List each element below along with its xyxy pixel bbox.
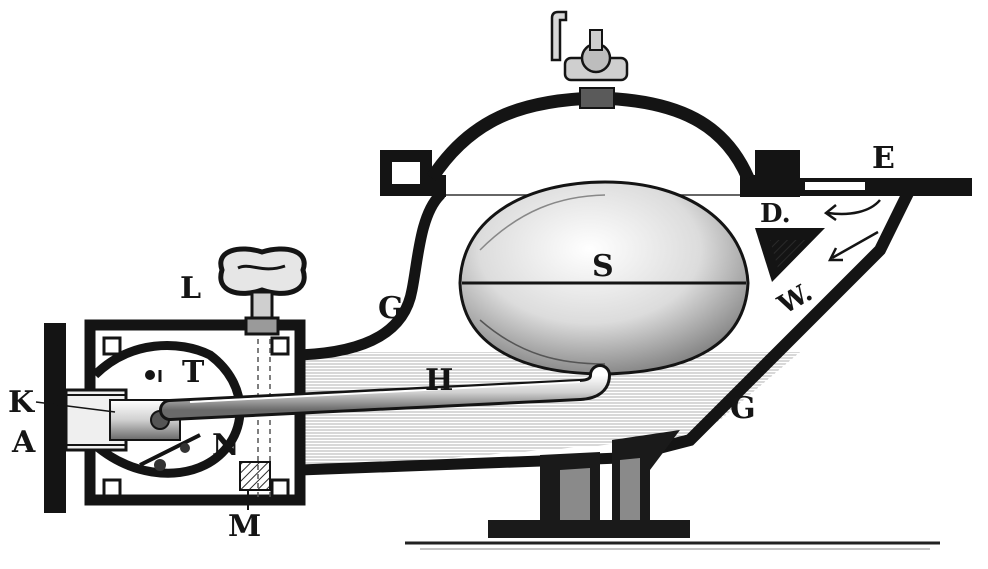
label-L: L <box>180 271 201 306</box>
flow-arrows <box>823 199 881 262</box>
diagram-labels: A K L G T H N M S E D. W. G <box>8 141 895 544</box>
label-A: A <box>11 425 36 460</box>
key-handle <box>218 246 307 336</box>
label-H: H <box>425 363 453 398</box>
top-cock <box>550 10 629 109</box>
label-M: M <box>228 509 261 544</box>
label-D: D. <box>760 199 791 229</box>
top-flange <box>380 150 972 197</box>
float-lever-pipe <box>159 364 611 421</box>
drain-plug <box>239 461 271 510</box>
label-G-right: G <box>730 391 756 426</box>
float-ball <box>458 180 750 376</box>
label-K: K <box>8 385 35 420</box>
dome-cover <box>426 91 754 182</box>
stand-legs <box>488 430 690 538</box>
label-N: N <box>212 428 239 463</box>
baffle-plate <box>755 228 825 282</box>
water-fill <box>300 352 800 470</box>
ground-line <box>405 541 940 550</box>
label-S: S <box>592 249 614 284</box>
label-T: T <box>182 355 205 390</box>
label-G-left: G <box>378 291 404 326</box>
leader-line-K <box>35 401 116 413</box>
label-E: E <box>872 141 895 176</box>
